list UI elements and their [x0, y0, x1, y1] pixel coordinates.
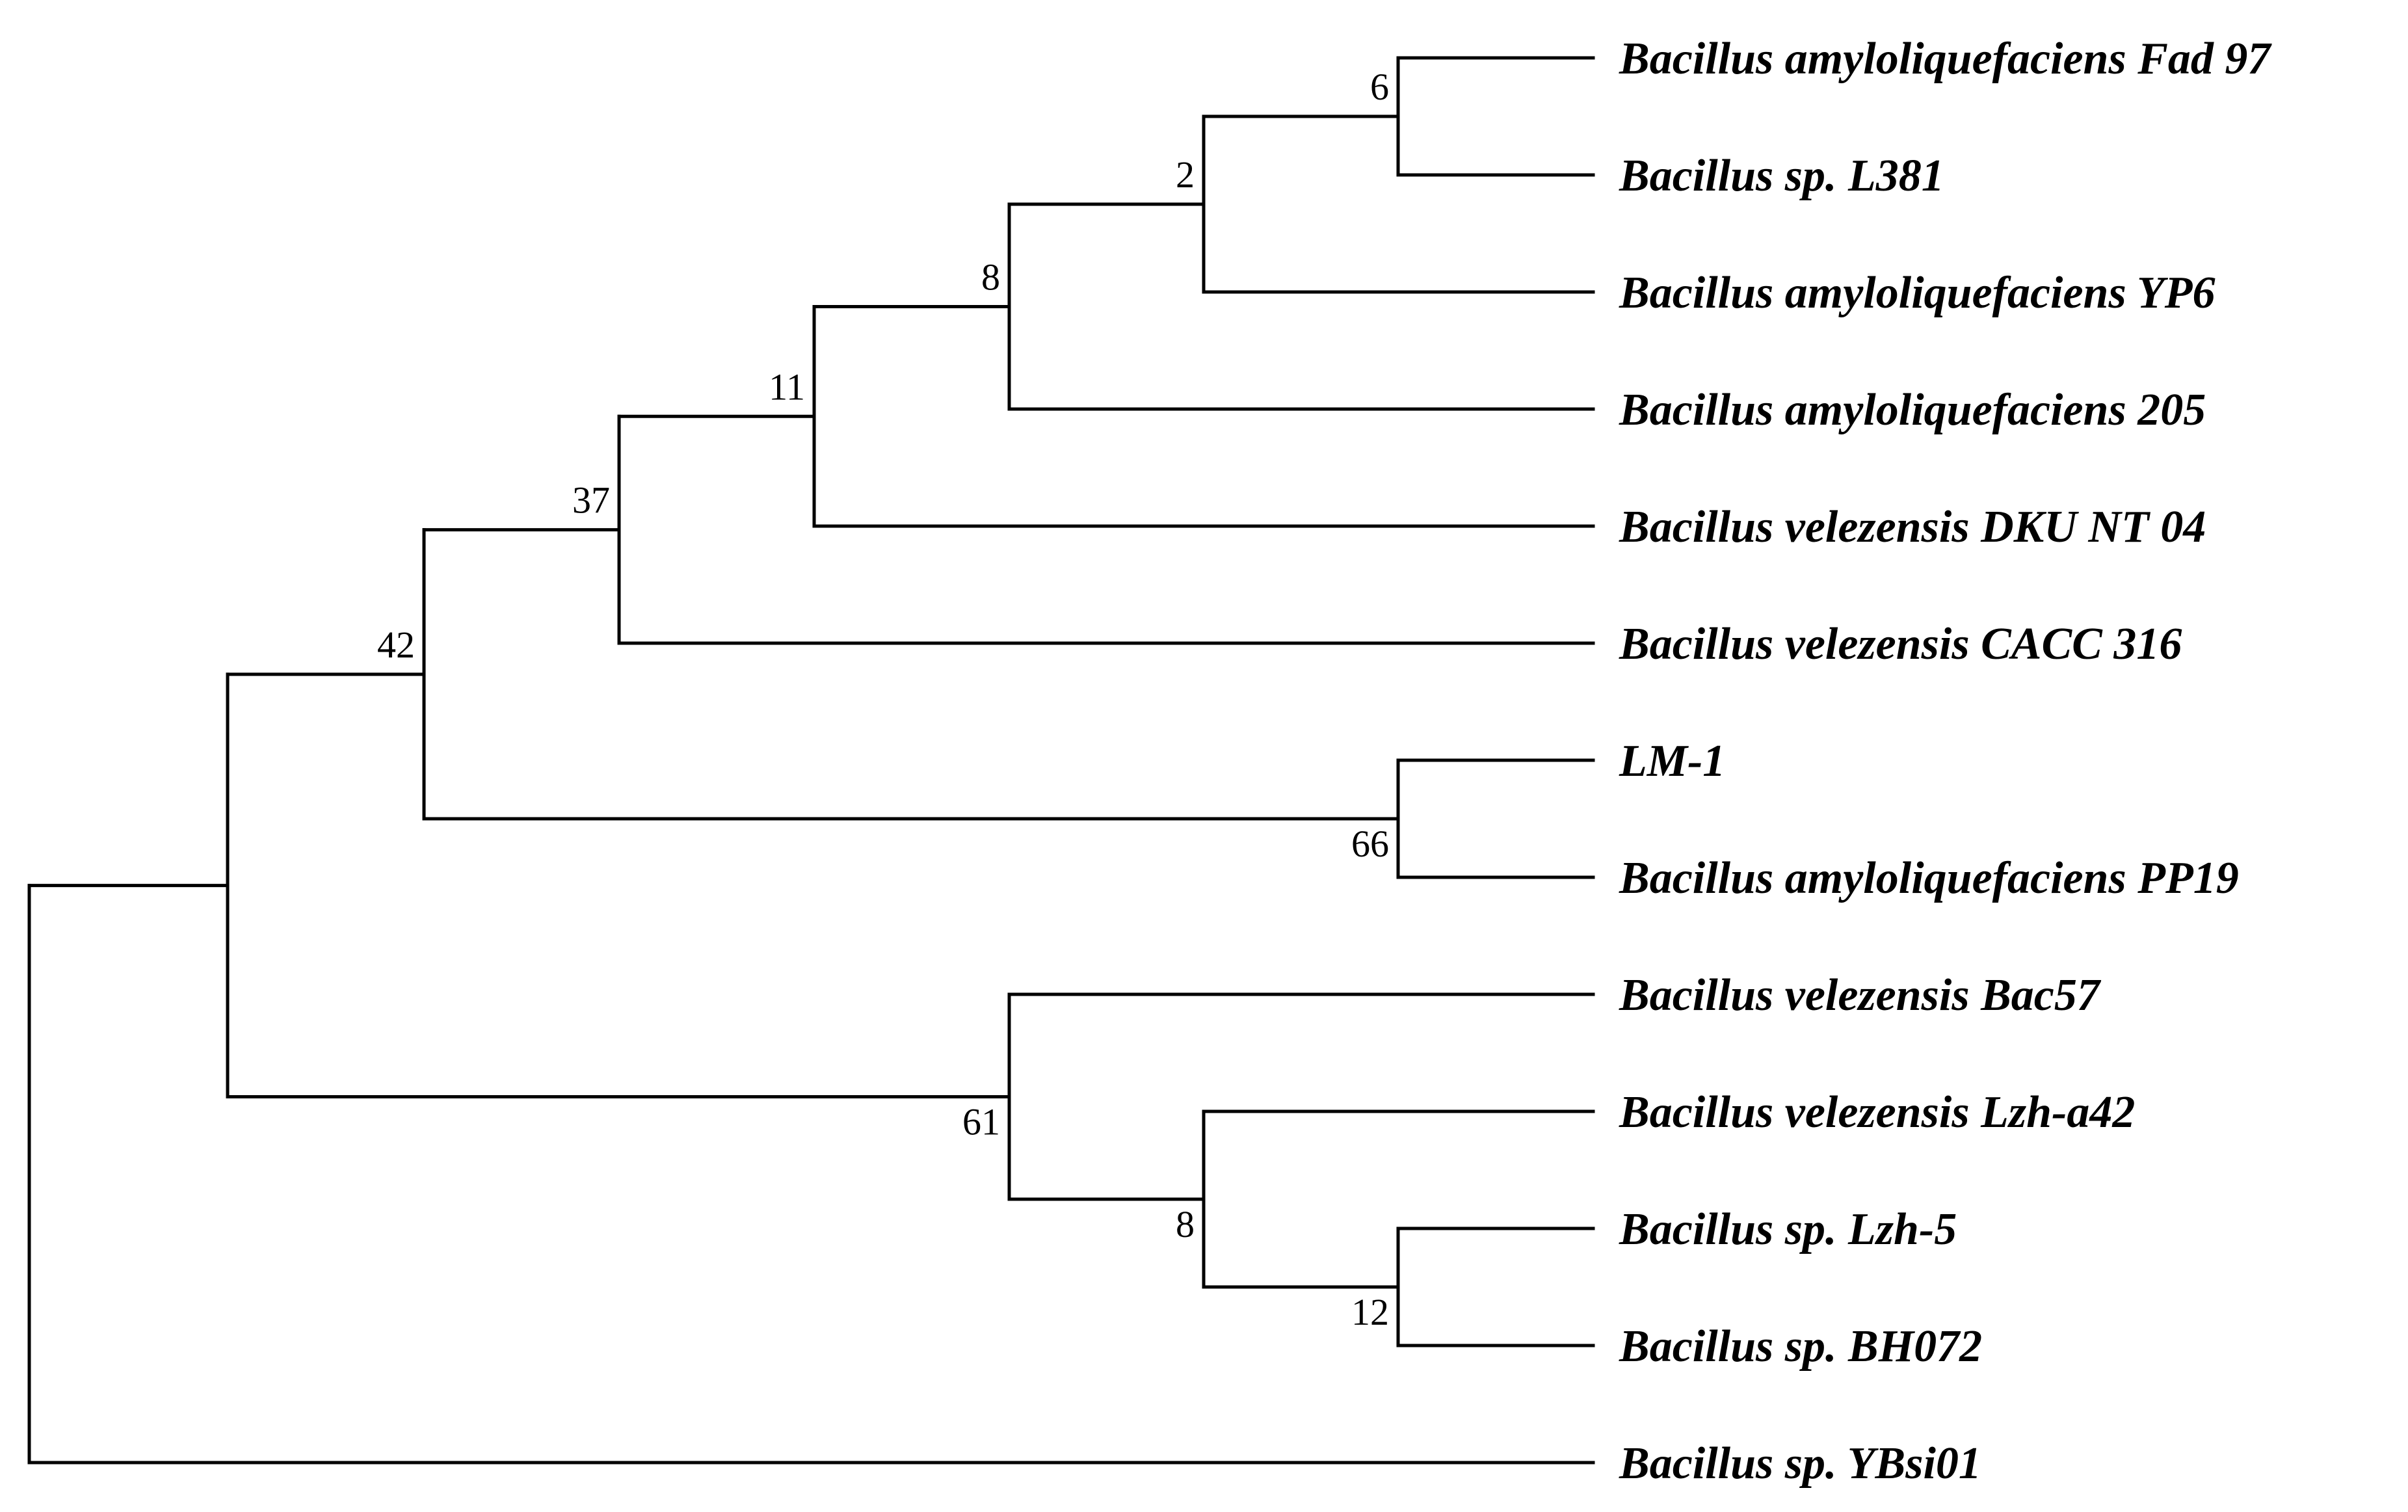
taxon-label: Bacillus amyloliquefaciens 205 [1619, 385, 2206, 435]
bootstrap-value: 6 [1370, 66, 1389, 108]
taxon-labels: Bacillus amyloliquefaciens Fad 97 Bacillu… [1619, 34, 2272, 1489]
bootstrap-value: 12 [1351, 1291, 1389, 1333]
tree-branches [27, 56, 1595, 1465]
taxon-label: Bacillus velezensis DKU NT 04 [1619, 502, 2206, 552]
taxon-label: Bacillus amyloliquefaciens PP19 [1619, 853, 2239, 903]
bootstrap-value: 66 [1351, 823, 1389, 865]
taxon-label: Bacillus sp. BH072 [1619, 1321, 1982, 1372]
bootstrap-value: 61 [962, 1101, 1000, 1143]
bootstrap-value: 37 [572, 479, 610, 522]
taxon-label: Bacillus velezensis Bac57 [1619, 970, 2102, 1020]
taxon-label: Bacillus amyloliquefaciens Fad 97 [1619, 34, 2272, 84]
bootstrap-value: 8 [981, 256, 1000, 298]
taxon-label: Bacillus amyloliquefaciens YP6 [1619, 268, 2215, 318]
bootstrap-value: 8 [1176, 1203, 1195, 1245]
taxon-label: Bacillus sp. L381 [1619, 151, 1944, 201]
taxon-label: Bacillus sp. YBsi01 [1619, 1439, 1981, 1489]
bootstrap-value: 11 [769, 365, 805, 408]
taxon-label: Bacillus velezensis Lzh-a42 [1619, 1087, 2135, 1137]
taxon-label: Bacillus sp. Lzh-5 [1619, 1204, 1957, 1254]
bootstrap-value: 42 [377, 624, 415, 666]
taxon-label: LM-1 [1619, 736, 1725, 786]
bootstrap-value: 2 [1176, 153, 1195, 196]
taxon-label: Bacillus velezensis CACC 316 [1619, 619, 2182, 669]
bootstrap-values: 6 2 8 11 37 66 42 12 8 61 [377, 66, 1389, 1333]
